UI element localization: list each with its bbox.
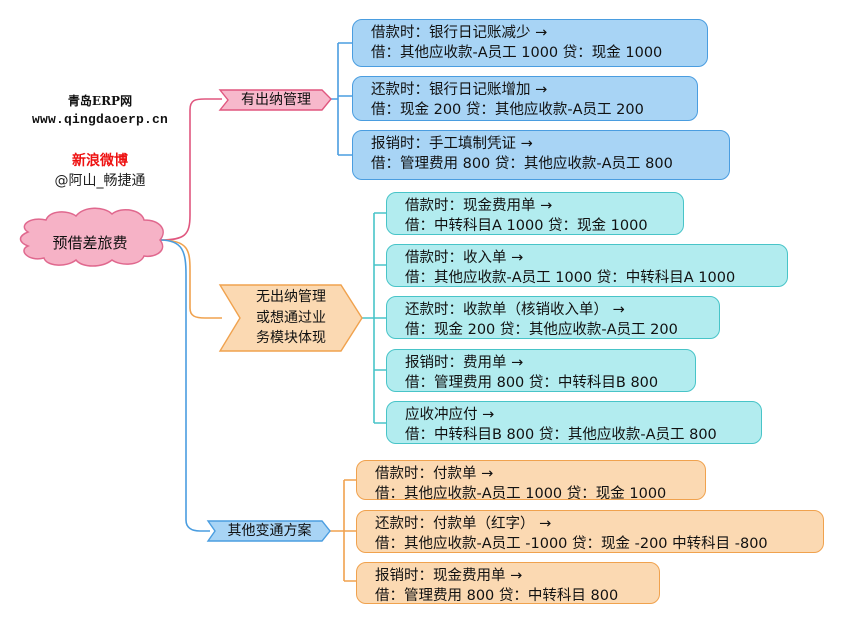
branch-1-shape (218, 89, 332, 111)
leaf-node: 借款时：收入单 → 借：其他应收款-A员工 1000 贷：中转科目A 1000 (386, 244, 788, 287)
leaf-entry: 借：现金 200 贷：其他应收款-A员工 200 (371, 102, 644, 118)
bracket-branch-3 (330, 479, 356, 582)
leaf-title: 借款时：付款单 → (375, 466, 494, 482)
leaf-node: 借款时：现金费用单 → 借：中转科目A 1000 贷：现金 1000 (386, 192, 684, 235)
leaf-entry: 借：其他应收款-A员工 1000 贷：现金 1000 (371, 45, 663, 61)
leaf-entry: 借：中转科目A 1000 贷：现金 1000 (405, 218, 648, 234)
branch-2-label-line: 务模块体现 (256, 330, 326, 346)
leaf-title: 还款时：付款单（红字） → (375, 516, 552, 532)
leaf-title: 还款时：银行日记账增加 → (371, 82, 548, 98)
branch-2-label-line: 或想通过业 (256, 309, 326, 326)
leaf-node: 借款时：付款单 → 借：其他应收款-A员工 1000 贷：现金 1000 (356, 460, 706, 502)
weibo-label: 新浪微博 (72, 153, 128, 169)
branch-1-label: 有出纳管理 (241, 92, 311, 108)
leaf-node: 应收冲应付 → 借：中转科目B 800 贷：其他应收款-A员工 800 (386, 401, 762, 444)
leaf-node: 还款时：付款单（红字） → 借：其他应收款-A员工 -1000 贷：现金 -20… (356, 510, 824, 553)
leaf-node: 还款时：银行日记账增加 → 借：现金 200 贷：其他应收款-A员工 200 (352, 76, 698, 121)
branch-2-shape (218, 284, 363, 352)
root-cloud-shape (19, 207, 164, 267)
leaf-entry: 借：管理费用 800 贷：其他应收款-A员工 800 (371, 156, 673, 172)
leaf-entry: 借：中转科目B 800 贷：其他应收款-A员工 800 (405, 427, 717, 443)
branch-2-label: 无出纳管理 或想通过业 务模块体现 (236, 287, 346, 349)
branch-2-label-line: 无出纳管理 (256, 289, 326, 305)
bracket-branch-1 (330, 42, 352, 156)
connector-root-to-branch-1 (159, 98, 222, 241)
leaf-node: 报销时：现金费用单 → 借：管理费用 800 贷：中转科目 800 (356, 562, 660, 604)
leaf-entry: 借：其他应收款-A员工 1000 贷：现金 1000 (375, 486, 667, 502)
leaf-node: 借款时：银行日记账减少 → 借：其他应收款-A员工 1000 贷：现金 1000 (352, 19, 708, 67)
leaf-title: 应收冲应付 → (405, 407, 495, 423)
leaf-node: 报销时：费用单 → 借：管理费用 800 贷：中转科目B 800 (386, 349, 696, 392)
branch-3-shape (206, 520, 331, 542)
root-node-label: 预借差旅费 (52, 234, 128, 252)
leaf-node: 还款时：收款单（核销收入单） → 借：现金 200 贷：其他应收款-A员工 20… (386, 296, 720, 339)
leaf-entry: 借：现金 200 贷：其他应收款-A员工 200 (405, 322, 678, 338)
leaf-title: 借款时：收入单 → (405, 250, 524, 266)
leaf-title: 借款时：现金费用单 → (405, 198, 553, 214)
brand-site-url[interactable]: www.qingdaoerp.cn (31, 112, 169, 127)
bracket-branch-2 (362, 212, 386, 424)
branch-3-label: 其他变通方案 (227, 523, 312, 539)
leaf-node: 报销时：手工填制凭证 → 借：管理费用 800 贷：其他应收款-A员工 800 (352, 130, 730, 180)
leaf-title: 借款时：银行日记账减少 → (371, 25, 548, 41)
leaf-entry: 借：其他应收款-A员工 1000 贷：中转科目A 1000 (405, 270, 736, 286)
brand-site-name: 青岛ERP网 (67, 94, 133, 108)
leaf-entry: 借：管理费用 800 贷：中转科目 800 (375, 588, 619, 604)
weibo-handle: @阿山_畅捷通 (54, 173, 146, 189)
leaf-entry: 借：其他应收款-A员工 -1000 贷：现金 -200 中转科目 -800 (375, 536, 768, 552)
leaf-title: 报销时：手工填制凭证 → (371, 136, 533, 152)
connector-root-to-branch-3 (159, 239, 210, 532)
leaf-title: 报销时：费用单 → (405, 355, 524, 371)
leaf-title: 还款时：收款单（核销收入单） → (405, 302, 625, 318)
leaf-entry: 借：管理费用 800 贷：中转科目B 800 (405, 375, 659, 391)
connector-root-to-branch-2 (159, 239, 222, 319)
leaf-title: 报销时：现金费用单 → (375, 568, 523, 584)
